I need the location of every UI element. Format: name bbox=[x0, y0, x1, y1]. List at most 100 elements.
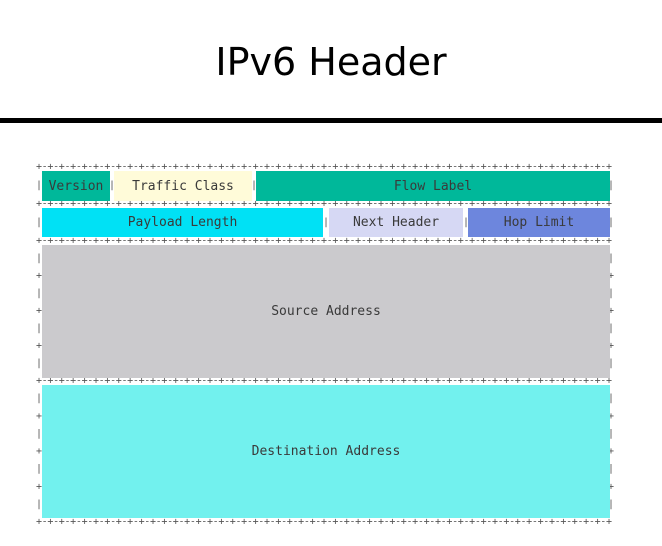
svg-text:+: + bbox=[481, 517, 487, 528]
svg-text:+: + bbox=[264, 517, 270, 528]
svg-text:-: - bbox=[406, 376, 412, 387]
svg-text:+: + bbox=[36, 446, 42, 457]
svg-text:+: + bbox=[127, 199, 133, 210]
svg-text:-: - bbox=[418, 236, 424, 247]
svg-text:+: + bbox=[321, 163, 327, 173]
svg-text:+: + bbox=[367, 236, 373, 247]
svg-text:-: - bbox=[42, 236, 48, 247]
svg-text:|: | bbox=[608, 180, 614, 191]
svg-text:-: - bbox=[121, 236, 127, 247]
svg-text:+: + bbox=[560, 517, 566, 528]
svg-text:+: + bbox=[526, 163, 532, 173]
svg-text:+: + bbox=[253, 517, 259, 528]
svg-text:-: - bbox=[361, 163, 367, 173]
svg-text:-: - bbox=[76, 199, 82, 210]
field-version: Version bbox=[42, 171, 110, 201]
svg-text:+: + bbox=[332, 517, 338, 528]
svg-text:-: - bbox=[520, 517, 526, 528]
svg-text:+: + bbox=[378, 376, 384, 387]
svg-text:+: + bbox=[196, 199, 202, 210]
svg-text:+: + bbox=[481, 376, 487, 387]
svg-text:-: - bbox=[418, 199, 424, 210]
svg-text:-: - bbox=[292, 163, 298, 173]
svg-text:-: - bbox=[315, 517, 321, 528]
svg-text:-: - bbox=[372, 199, 378, 210]
svg-text:-: - bbox=[167, 199, 173, 210]
svg-text:-: - bbox=[486, 199, 492, 210]
svg-text:+: + bbox=[218, 199, 224, 210]
svg-text:+: + bbox=[367, 517, 373, 528]
svg-text:+: + bbox=[47, 199, 53, 210]
svg-text:-: - bbox=[87, 199, 93, 210]
svg-text:-: - bbox=[429, 236, 435, 247]
svg-text:+: + bbox=[481, 236, 487, 247]
svg-text:-: - bbox=[247, 199, 253, 210]
svg-text:+: + bbox=[549, 199, 555, 210]
svg-text:-: - bbox=[532, 199, 538, 210]
svg-text:+: + bbox=[47, 376, 53, 387]
svg-text:+: + bbox=[595, 517, 601, 528]
svg-text:-: - bbox=[178, 517, 184, 528]
svg-text:|: | bbox=[608, 253, 614, 264]
svg-text:+: + bbox=[207, 199, 213, 210]
ascii-border-grid: +-+-+-+-+-+-+-+-+-+-+-+-+-+-+-+-+-+-+-+-… bbox=[36, 163, 614, 528]
svg-text:-: - bbox=[224, 517, 230, 528]
svg-text:+: + bbox=[264, 163, 270, 173]
svg-text:+: + bbox=[458, 236, 464, 247]
svg-text:+: + bbox=[116, 199, 122, 210]
svg-text:+: + bbox=[446, 236, 452, 247]
svg-text:-: - bbox=[520, 163, 526, 173]
svg-text:|: | bbox=[608, 464, 614, 475]
svg-text:-: - bbox=[156, 163, 162, 173]
svg-text:-: - bbox=[395, 163, 401, 173]
svg-text:+: + bbox=[264, 376, 270, 387]
svg-text:|: | bbox=[36, 393, 42, 404]
svg-text:+: + bbox=[310, 236, 316, 247]
svg-text:|: | bbox=[608, 288, 614, 299]
svg-text:-: - bbox=[42, 163, 48, 173]
svg-text:+: + bbox=[93, 376, 99, 387]
svg-text:+: + bbox=[173, 199, 179, 210]
svg-text:+: + bbox=[36, 306, 42, 317]
svg-text:+: + bbox=[572, 517, 578, 528]
svg-text:-: - bbox=[167, 236, 173, 247]
svg-text:-: - bbox=[452, 517, 458, 528]
svg-text:-: - bbox=[520, 199, 526, 210]
svg-text:-: - bbox=[64, 199, 70, 210]
svg-text:-: - bbox=[543, 163, 549, 173]
svg-text:+: + bbox=[606, 236, 612, 247]
svg-text:|: | bbox=[608, 323, 614, 334]
svg-text:-: - bbox=[349, 517, 355, 528]
svg-text:-: - bbox=[338, 236, 344, 247]
svg-text:-: - bbox=[156, 199, 162, 210]
svg-text:-: - bbox=[281, 163, 287, 173]
svg-text:-: - bbox=[247, 236, 253, 247]
svg-text:-: - bbox=[532, 236, 538, 247]
page-title: IPv6 Header bbox=[215, 40, 447, 84]
svg-text:+: + bbox=[241, 163, 247, 173]
svg-text:-: - bbox=[555, 236, 561, 247]
svg-text:-: - bbox=[520, 236, 526, 247]
svg-text:-: - bbox=[452, 163, 458, 173]
svg-text:-: - bbox=[53, 376, 59, 387]
svg-text:-: - bbox=[361, 517, 367, 528]
svg-text:+: + bbox=[161, 376, 167, 387]
svg-text:-: - bbox=[498, 517, 504, 528]
svg-text:-: - bbox=[213, 163, 219, 173]
svg-text:-: - bbox=[384, 199, 390, 210]
svg-text:-: - bbox=[42, 517, 48, 528]
svg-text:-: - bbox=[133, 517, 139, 528]
svg-text:+: + bbox=[538, 517, 544, 528]
svg-text:+: + bbox=[608, 341, 614, 352]
svg-text:-: - bbox=[53, 199, 59, 210]
svg-text:+: + bbox=[538, 199, 544, 210]
svg-text:+: + bbox=[492, 163, 498, 173]
svg-text:-: - bbox=[509, 163, 515, 173]
svg-text:-: - bbox=[87, 517, 93, 528]
svg-text:+: + bbox=[378, 199, 384, 210]
svg-text:+: + bbox=[549, 163, 555, 173]
svg-text:-: - bbox=[600, 517, 606, 528]
svg-text:-: - bbox=[315, 163, 321, 173]
svg-text:-: - bbox=[292, 517, 298, 528]
svg-text:-: - bbox=[441, 376, 447, 387]
